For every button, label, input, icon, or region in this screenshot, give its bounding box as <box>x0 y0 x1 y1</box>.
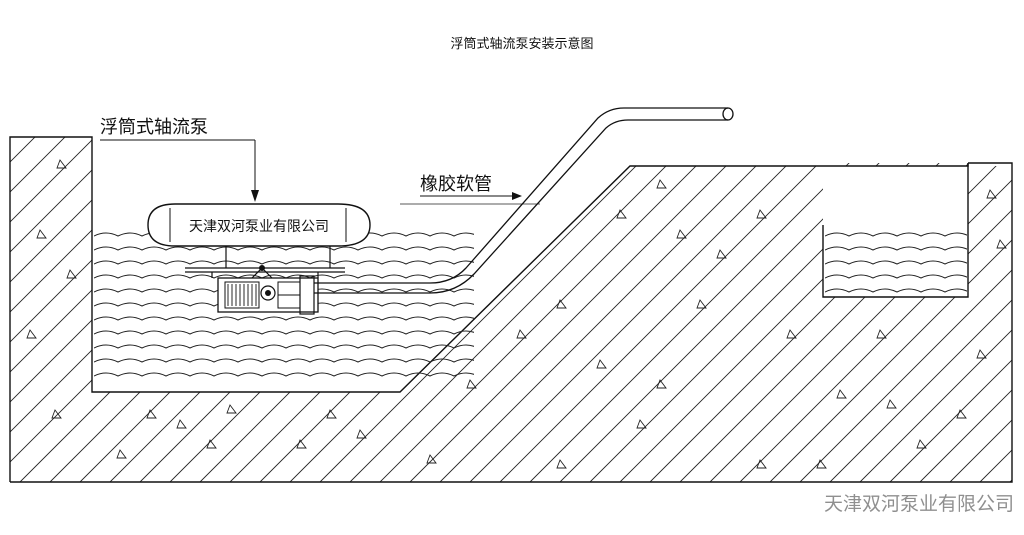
hatch-line <box>10 137 31 482</box>
aggregate-mark <box>556 299 567 309</box>
aggregate-mark <box>756 209 767 219</box>
hatch-line <box>709 137 1012 482</box>
aggregate-mark <box>466 379 477 389</box>
wave-line <box>94 330 474 335</box>
aggregate-mark <box>296 439 307 449</box>
diagram-title: 浮筒式轴流泵安装示意图 <box>450 36 593 52</box>
aggregate-mark <box>146 409 157 419</box>
hatch-line <box>439 137 961 482</box>
ground-outline <box>9 136 1013 483</box>
aggregate-mark <box>986 189 997 199</box>
wave-line <box>825 260 967 265</box>
hatch-line <box>10 137 91 482</box>
aggregate-mark <box>916 439 927 449</box>
aggregate-mark <box>616 209 627 219</box>
aggregate-mark <box>356 429 367 439</box>
float-tank-label: 天津双河泵业有限公司 <box>189 219 329 235</box>
aggregate-mark <box>656 179 667 189</box>
hatch-line <box>289 137 811 482</box>
aggregate-mark <box>716 249 727 259</box>
float-tank: 天津双河泵业有限公司 <box>147 203 371 247</box>
water-waves-right <box>825 232 967 293</box>
wave-line <box>825 288 967 293</box>
rubber-hose <box>429 107 734 294</box>
aggregate-mark <box>36 229 47 239</box>
aggregate-mark <box>326 409 337 419</box>
ground-hatch <box>10 137 1012 482</box>
aggregate-mark <box>786 329 797 339</box>
aggregate-mark <box>26 329 37 339</box>
aggregate-mark <box>206 439 217 449</box>
hatch-line <box>889 137 1012 482</box>
pump-callout: 浮筒式轴流泵 <box>100 117 259 202</box>
watermark: 天津双河泵业有限公司 <box>824 493 1014 515</box>
pump-outlet-pipe <box>314 282 430 294</box>
aggregate-mark <box>636 419 647 429</box>
aggregate-mark <box>976 349 987 359</box>
hatch-line <box>10 137 331 482</box>
hatch-line <box>499 137 1012 482</box>
aggregate-mark <box>66 269 77 279</box>
aggregate-mark <box>556 459 567 469</box>
wave-line <box>94 358 474 363</box>
aggregate-mark <box>516 329 527 339</box>
hatch-line <box>589 137 1012 482</box>
aggregate-mark <box>696 299 707 309</box>
hatch-line <box>979 137 1012 482</box>
hatch-line <box>10 137 301 482</box>
aggregate-mark <box>51 409 62 419</box>
hatch-line <box>379 137 901 482</box>
aggregate-mark <box>676 229 687 239</box>
aggregate-mark <box>426 454 437 464</box>
hatch-line <box>949 137 1012 482</box>
hatch-line <box>469 137 991 482</box>
hatch-line <box>919 137 1012 482</box>
hatch-line <box>859 137 1012 482</box>
aggregate-mark <box>116 449 127 459</box>
aggregate-mark <box>886 399 897 409</box>
hatch-line <box>829 137 1012 482</box>
wave-line <box>94 372 474 377</box>
hatch-line <box>559 137 1012 482</box>
aggregate-mark <box>956 409 967 419</box>
aggregate-mark <box>996 239 1007 249</box>
wave-line <box>825 232 967 237</box>
aggregate-mark <box>816 459 827 469</box>
hose-callout: 橡胶软管 <box>420 174 522 200</box>
hatch-line <box>10 137 151 482</box>
aggregate-mark <box>656 379 667 389</box>
hatch-line <box>319 137 841 482</box>
aggregate-mark <box>176 419 187 429</box>
pump-label: 浮筒式轴流泵 <box>100 117 208 138</box>
aggregate-mark <box>56 159 67 169</box>
wave-line <box>825 274 967 279</box>
wave-line <box>94 316 474 321</box>
hatch-line <box>409 137 931 482</box>
axial-flow-pump <box>217 265 319 315</box>
hatch-line <box>10 137 121 482</box>
aggregate-mark <box>876 329 887 339</box>
wave-line <box>94 260 474 265</box>
hatch-line <box>10 137 181 482</box>
wave-line <box>825 246 967 251</box>
hatch-line <box>799 137 1012 482</box>
hatch-line <box>349 137 871 482</box>
aggregate-mark <box>226 404 237 414</box>
aggregate-mark <box>596 359 607 369</box>
hose-label: 橡胶软管 <box>420 174 492 195</box>
aggregate-mark <box>756 459 767 469</box>
aggregate-mark <box>836 389 847 399</box>
wave-line <box>94 344 474 349</box>
hatch-line <box>679 137 1012 482</box>
wave-line <box>94 246 474 251</box>
hatch-line <box>529 137 1012 482</box>
wave-line <box>94 274 474 279</box>
hatch-line <box>739 137 1012 482</box>
hatch-line <box>769 137 1012 482</box>
